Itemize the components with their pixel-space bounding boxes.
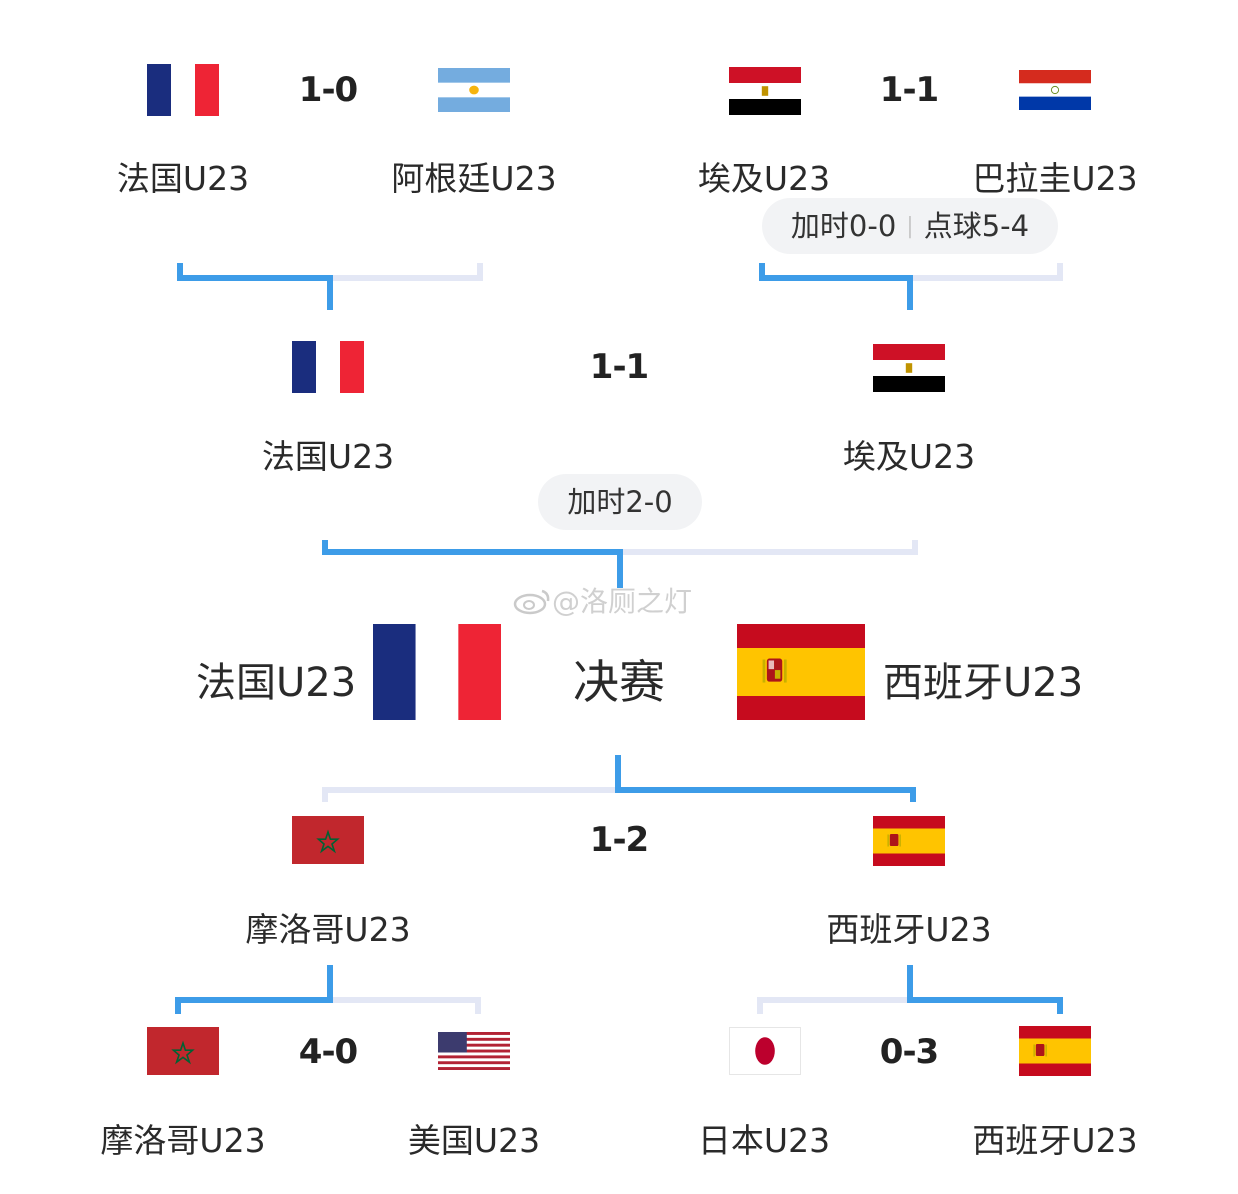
match-score: 1-1: [879, 70, 939, 110]
france-flag: [292, 341, 364, 393]
final-label: 决赛: [573, 655, 665, 709]
extra-time-result: 加时0-0: [790, 209, 897, 243]
team-name: 摩洛哥U23: [245, 910, 411, 949]
extra-time-pill: 加时2-0: [538, 474, 702, 530]
team-name: 西班牙U23: [826, 910, 992, 949]
morocco-flag: [147, 1027, 219, 1075]
france-flag: [373, 624, 501, 720]
bracket-line-active: [177, 263, 333, 310]
spain-flag: [1019, 1026, 1091, 1076]
paraguay-flag: [1019, 70, 1091, 110]
egypt-flag: [873, 344, 945, 392]
match-score: 4-0: [298, 1032, 358, 1072]
egypt-flag: [729, 67, 801, 115]
team-name: 美国U23: [407, 1121, 541, 1160]
team-name: 法国U23: [261, 437, 395, 476]
match-score: 1-1: [589, 347, 649, 387]
bracket-line-active: [322, 540, 623, 588]
team-name: 埃及U23: [842, 437, 976, 476]
watermark-text: @洛厕之灯: [552, 585, 693, 618]
match-score: 1-2: [589, 820, 649, 860]
morocco-flag: [292, 816, 364, 864]
bracket-line-active: [759, 263, 913, 310]
penalty-result: 点球5-4: [923, 209, 1030, 243]
japan-flag: [729, 1027, 801, 1075]
bracket-line-active: [615, 755, 916, 802]
bracket-line-inactive: [757, 997, 910, 1014]
team-name: 巴拉圭U23: [972, 159, 1138, 198]
team-name: 摩洛哥U23: [100, 1121, 266, 1160]
bracket-line-inactive: [322, 787, 618, 802]
spain-flag: [873, 816, 945, 866]
bracket-line-inactive: [330, 997, 481, 1014]
argentina-flag: [438, 68, 510, 112]
weibo-icon: [512, 587, 552, 615]
match-score: 0-3: [879, 1032, 939, 1072]
bracket-line-active: [907, 965, 1063, 1014]
bracket-line-inactive: [910, 263, 1063, 281]
bracket-line-active: [175, 965, 333, 1014]
team-name: 阿根廷U23: [391, 159, 557, 198]
match-score: 1-0: [298, 70, 358, 110]
team-name-final-home: 法国U23: [196, 660, 357, 706]
watermark: @洛厕之灯: [512, 580, 692, 620]
usa-flag: [438, 1032, 510, 1070]
france-flag: [147, 64, 219, 116]
bracket-line-inactive: [330, 263, 483, 281]
result-note-pill: 加时0-0 | 点球5-4: [762, 198, 1058, 254]
team-name: 埃及U23: [697, 159, 831, 198]
team-name-final-away: 西班牙U23: [883, 660, 1084, 706]
bracket-line-inactive: [620, 540, 918, 555]
spain-flag: [737, 624, 865, 720]
divider: |: [906, 214, 914, 239]
team-name: 法国U23: [116, 159, 250, 198]
team-name: 日本U23: [697, 1121, 831, 1160]
team-name: 西班牙U23: [972, 1121, 1138, 1160]
